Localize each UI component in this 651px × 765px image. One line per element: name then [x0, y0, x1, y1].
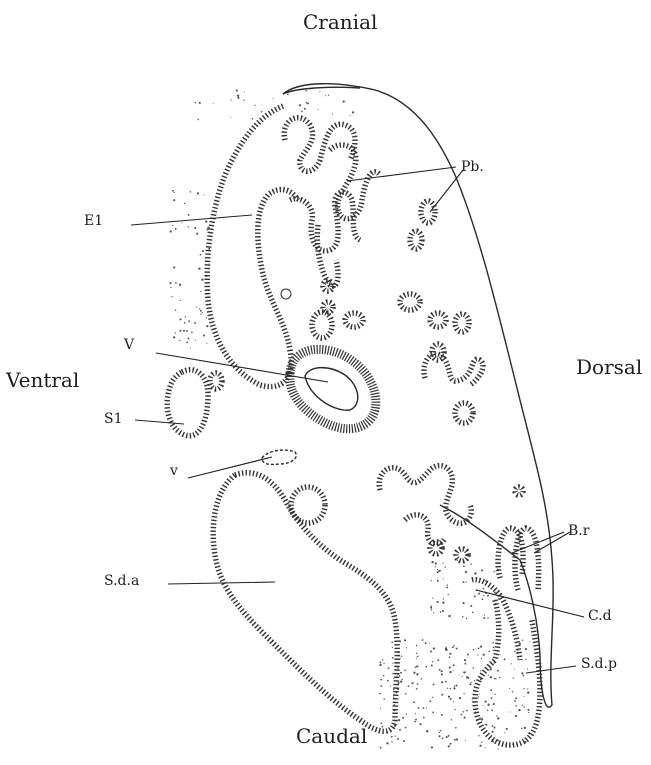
leader-e1 — [131, 215, 252, 225]
leader-pb-2 — [430, 170, 463, 212]
small-tubule-6 — [400, 294, 420, 310]
small-tubule-11 — [291, 487, 325, 523]
leader-sda — [168, 582, 275, 584]
label-caudal: Caudal — [296, 726, 367, 746]
tubule-pb-3 — [290, 192, 360, 251]
small-tubule-10 — [455, 403, 473, 423]
small-tubule-4 — [312, 312, 332, 338]
label-v-lower: v — [170, 464, 178, 478]
label-e1: E1 — [84, 214, 103, 228]
small-tubule-5 — [345, 313, 363, 327]
label-sda: S.d.a — [104, 574, 139, 588]
leader-pb-1 — [347, 167, 456, 181]
small-tubule-7 — [430, 313, 446, 327]
tubule-cluster-a — [317, 225, 338, 286]
small-vessel-s1 — [210, 373, 222, 389]
tubule-cluster-d — [405, 515, 445, 544]
small-tubule-14 — [515, 487, 523, 495]
leader-v-lower — [188, 457, 272, 478]
small-tubule-13 — [456, 549, 468, 561]
small-tubule-3 — [323, 302, 333, 312]
leader-v-upper — [156, 353, 328, 382]
leader-br-1 — [512, 532, 564, 553]
label-sdp: S.d.p — [581, 657, 617, 671]
label-br: B.r — [568, 524, 589, 538]
small-tubule-12 — [430, 542, 442, 554]
stippled-mesenchyme — [169, 90, 530, 750]
vessel-v-lumen — [305, 368, 358, 411]
label-dorsal: Dorsal — [576, 357, 642, 377]
structure-s1 — [167, 370, 208, 436]
label-v-upper: V — [124, 338, 134, 352]
label-cranial: Cranial — [303, 12, 377, 32]
sac-sda — [213, 473, 397, 731]
leader-cd — [476, 590, 584, 617]
leader-s1 — [135, 420, 184, 424]
tubule-pb-4 — [421, 201, 435, 223]
small-tubule-8 — [455, 314, 469, 332]
small-tubule-1 — [281, 289, 291, 299]
vessel-v-wall — [290, 349, 376, 428]
label-cd: C.d — [588, 609, 612, 623]
vessel-v-small — [262, 450, 296, 464]
label-s1: S1 — [104, 412, 123, 426]
small-tubule-9 — [432, 344, 444, 360]
tubule-pb-5 — [410, 231, 422, 249]
label-pb: Pb. — [461, 160, 484, 174]
tubule-pb-2 — [330, 145, 380, 219]
epithelium-e1 — [207, 106, 298, 387]
label-ventral: Ventral — [6, 370, 79, 390]
section-outline — [283, 84, 553, 707]
